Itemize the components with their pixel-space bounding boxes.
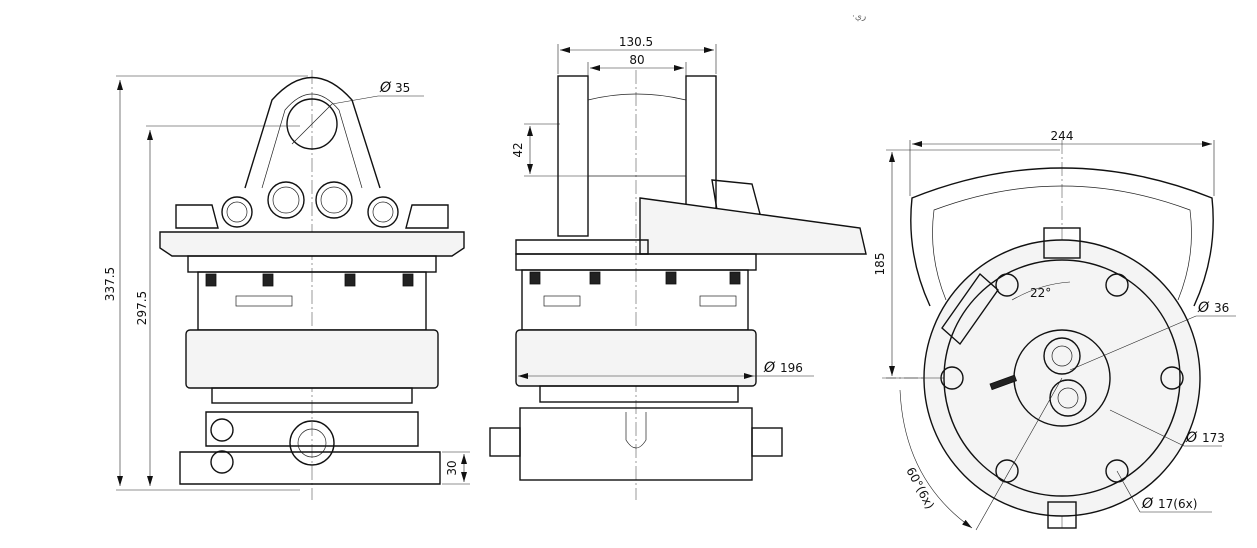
dim-42: 42: [511, 142, 525, 157]
dim-17-6x: 17(6x): [1158, 497, 1197, 511]
dim-60-deg-6x: 60°(6x): [903, 465, 937, 512]
dim-top-hole-symbol: Ø: [1197, 300, 1210, 316]
dim-22-degrees: 22°: [1030, 286, 1051, 300]
dim-297-5: 297.5: [135, 291, 149, 325]
dim-36: 36: [1214, 301, 1229, 315]
front-view: 337.5 297.5 Ø 35 30: [103, 70, 470, 500]
dim-173: 173: [1202, 431, 1225, 445]
dim-bolt-hole-symbol: Ø: [1141, 496, 1154, 512]
dim-185: 185: [873, 253, 887, 276]
dim-eye-diameter-symbol: Ø: [379, 80, 392, 96]
dim-side-diameter-symbol: Ø: [763, 360, 776, 376]
dim-196: 196: [780, 361, 803, 375]
stray-mark: ·ري: [852, 12, 866, 22]
dim-30: 30: [445, 460, 459, 475]
dim-244: 244: [1051, 129, 1074, 143]
side-view: 130.5 80 42 Ø 196: [489, 35, 867, 500]
dim-337-5: 337.5: [103, 267, 117, 301]
dim-eye-diameter: 35: [395, 81, 410, 95]
dim-80: 80: [629, 53, 644, 67]
dim-130-5: 130.5: [619, 35, 653, 49]
top-view: 244 185 22° Ø 36 Ø 173 Ø 17(6x) 60°(6x): [873, 129, 1236, 531]
dim-bolt-circle-symbol: Ø: [1185, 430, 1198, 446]
